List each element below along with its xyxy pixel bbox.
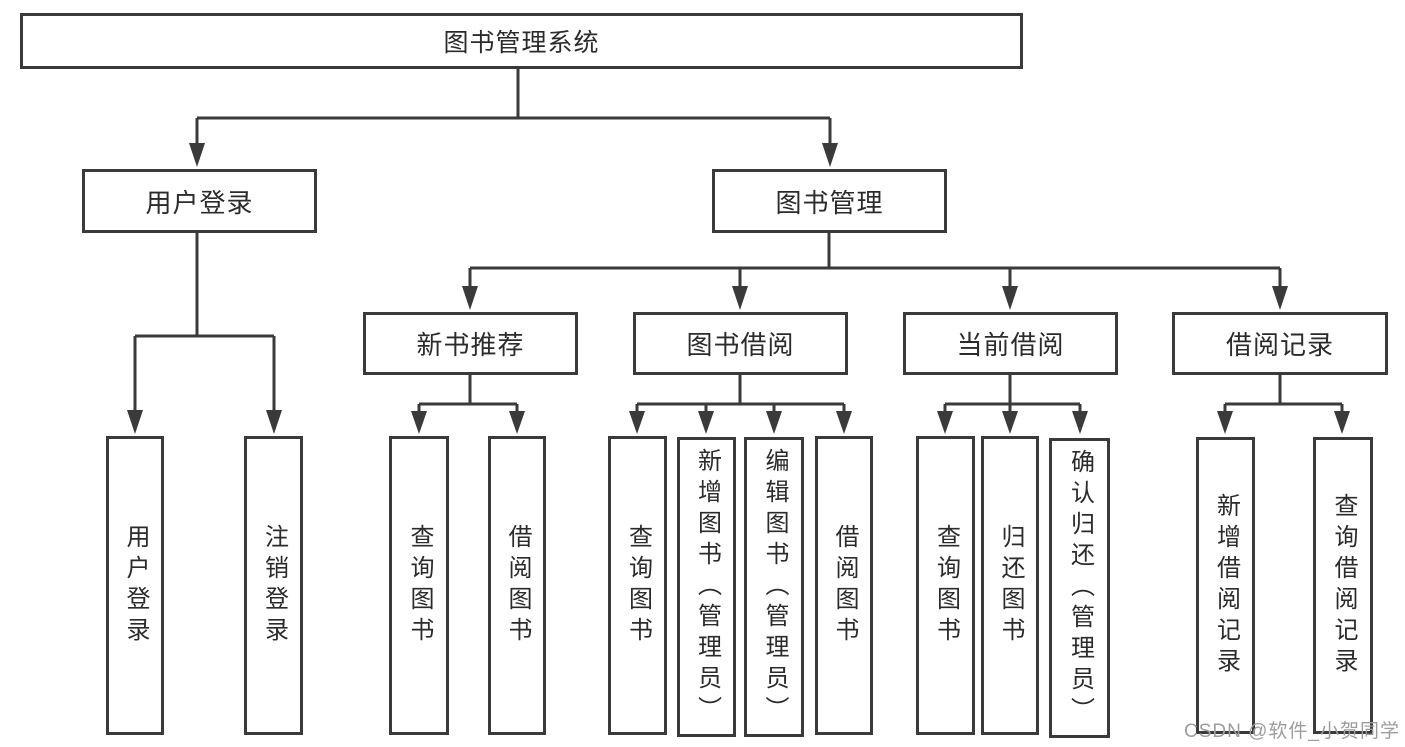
leaf-query-books-recommend: 查询图书 [389,436,449,735]
node-label: 新增图书（管理员） [693,447,721,727]
node-label: 当前借阅 [956,330,1065,360]
node-label: 用户登录 [122,523,149,648]
leaf-query-books-current: 查询图书 [916,436,975,735]
leaf-borrow-books: 借阅图书 [815,436,873,735]
node-label: 图书管理系统 [443,29,600,57]
leaf-edit-books-admin: 编辑图书（管理员） [744,437,804,737]
node-book-management-module: 图书管理 [712,169,947,233]
leaf-add-borrow-record: 新增借阅记录 [1196,437,1255,734]
leaf-query-books-borrowing: 查询图书 [608,436,667,735]
node-book-borrowing: 图书借阅 [633,312,848,375]
node-label: 确认归还（管理员） [1066,448,1094,728]
node-library-management-system: 图书管理系统 [20,13,1023,69]
leaf-return-books: 归还图书 [981,436,1039,735]
leaf-add-books-admin: 新增图书（管理员） [677,437,736,737]
csdn-watermark: CSDN @软件_小贺同学 [1184,721,1400,742]
arrowheads [127,143,1350,434]
node-label: 查询借阅记录 [1330,492,1357,679]
node-borrowing-records: 借阅记录 [1172,312,1388,375]
node-label: 图书管理 [775,187,884,218]
node-label: 查询图书 [406,523,433,648]
leaf-query-borrow-record: 查询借阅记录 [1313,437,1373,734]
node-label: 编辑图书（管理员） [761,447,788,727]
node-user-login-module: 用户登录 [82,169,317,233]
node-label: 借阅图书 [504,523,531,648]
node-current-borrowing: 当前借阅 [903,312,1118,375]
node-label: 图书借阅 [686,330,795,360]
node-label: 查询图书 [624,523,652,648]
node-label: 注销登录 [260,523,288,648]
node-new-book-recommendation: 新书推荐 [363,312,578,375]
node-label: 新增借阅记录 [1212,492,1240,679]
node-label: 借阅图书 [831,523,858,648]
node-label: 查询图书 [932,523,960,648]
leaf-logout: 注销登录 [244,436,303,735]
leaf-user-login: 用户登录 [106,436,164,735]
node-label: 借阅记录 [1225,330,1334,360]
node-label: 归还图书 [997,523,1024,648]
leaf-confirm-return-admin: 确认归还（管理员） [1049,438,1110,738]
leaf-borrow-books-recommend: 借阅图书 [488,436,546,735]
node-label: 用户登录 [145,187,254,218]
node-label: 新书推荐 [416,330,525,360]
